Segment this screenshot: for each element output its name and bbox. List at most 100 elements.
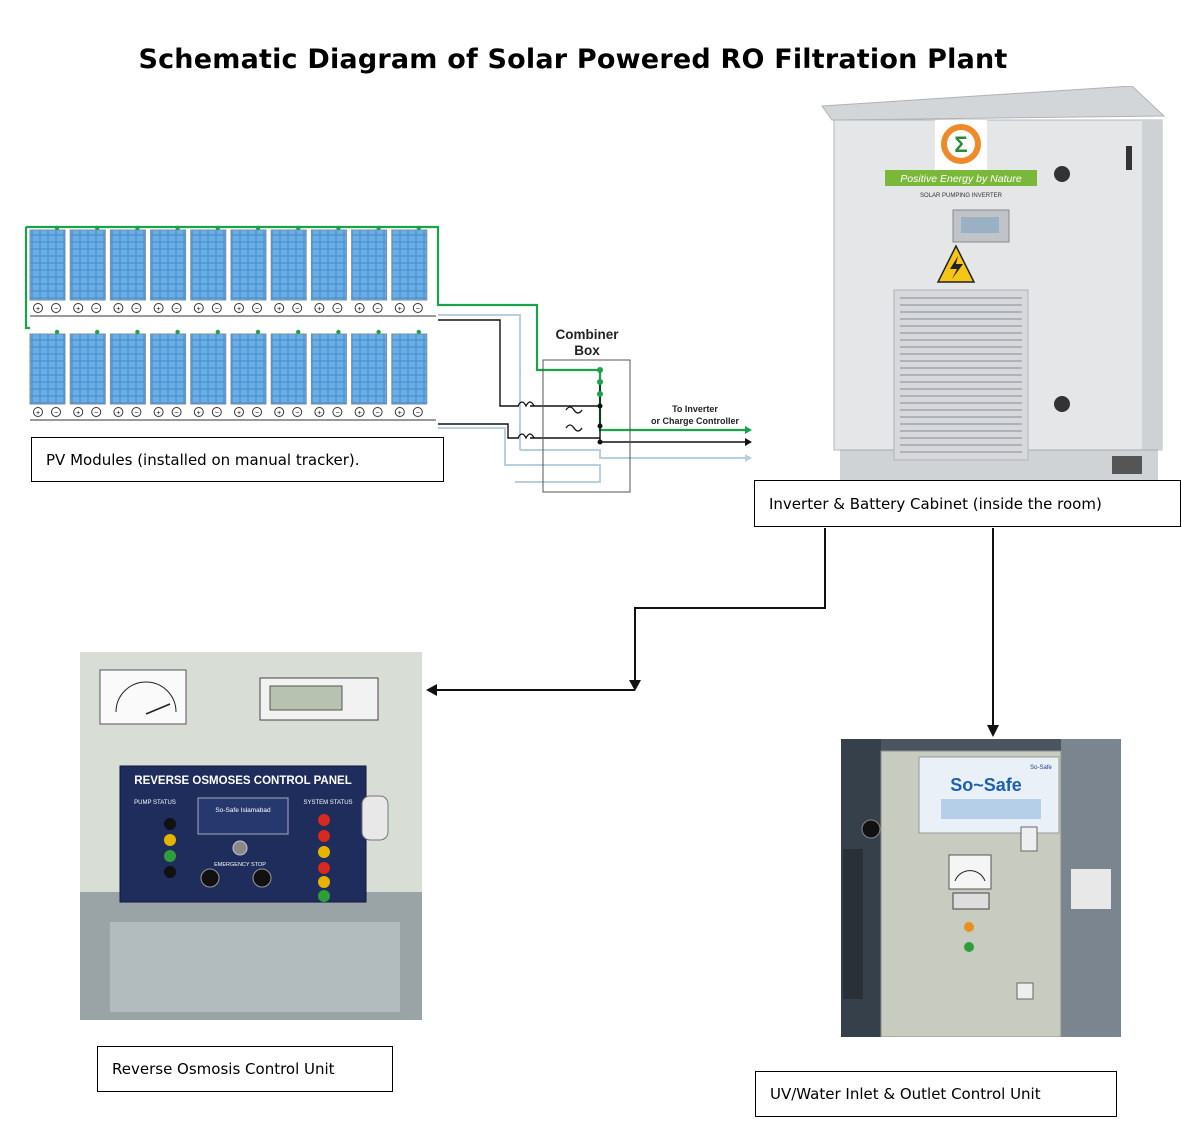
- pv-module-row-top: +−+−+−+−+−+−+−+−+−+−: [29, 225, 436, 317]
- svg-text:−: −: [134, 410, 138, 417]
- svg-text:+: +: [157, 306, 161, 313]
- svg-text:−: −: [94, 306, 98, 313]
- svg-text:+: +: [277, 306, 281, 313]
- svg-text:+: +: [157, 410, 161, 417]
- svg-text:+: +: [237, 306, 241, 313]
- svg-text:−: −: [255, 410, 259, 417]
- arrow-head-down-left: [629, 680, 641, 691]
- output-label-line1: To Inverter: [672, 404, 718, 414]
- pv-module: +−: [109, 225, 146, 313]
- svg-text:+: +: [317, 410, 321, 417]
- output-arrow-negative: [745, 438, 752, 446]
- arrow-head-to-ro-unit: [426, 684, 437, 696]
- terminal-dots: [597, 367, 603, 397]
- tagline-bar: [885, 170, 1037, 186]
- emergency-stop-button: [232, 840, 248, 856]
- svg-text:+: +: [237, 410, 241, 417]
- svg-text:+: +: [277, 410, 281, 417]
- pump-status-label: PUMP STATUS: [134, 800, 176, 806]
- svg-text:+: +: [76, 306, 80, 313]
- ro-panel-door-handle: [361, 795, 389, 841]
- output-arrow-ground: [745, 454, 752, 462]
- uv-counter: [952, 892, 990, 910]
- arrow-head-to-uv-unit: [987, 725, 999, 737]
- pump-status-lights: [164, 818, 176, 878]
- pv-module-row-bottom: +−+−+−+−+−+−+−+−+−+−: [29, 329, 436, 421]
- svg-text:−: −: [335, 306, 339, 313]
- pv-schematic: +−+−+−+−+−+−+−+−+−+− +−+−+−+−+−+−+−+−+−+…: [24, 225, 752, 493]
- svg-text:−: −: [54, 306, 58, 313]
- uv-indicator-amber: [964, 922, 974, 932]
- svg-text:−: −: [376, 410, 380, 417]
- ro-unit-label: Reverse Osmosis Control Unit: [97, 1046, 393, 1092]
- voltmeter: [99, 669, 187, 725]
- pv-modules-label: PV Modules (installed on manual tracker)…: [31, 437, 444, 482]
- svg-text:−: −: [175, 410, 179, 417]
- svg-text:+: +: [116, 410, 120, 417]
- svg-text:−: −: [416, 306, 420, 313]
- pv-module: +−: [351, 329, 388, 417]
- inverter-cabinet-image: Σ Positive Energy by Nature SOLAR PUMPIN…: [821, 86, 1166, 480]
- uv-ammeter: [948, 854, 992, 890]
- uv-control-unit-image: So~Safe So-Safe: [841, 739, 1121, 1037]
- svg-text:+: +: [197, 306, 201, 313]
- svg-text:−: −: [134, 306, 138, 313]
- ro-control-unit-image: REVERSE OSMOSES CONTROL PANEL PUMP STATU…: [80, 652, 422, 1020]
- svg-text:−: −: [94, 410, 98, 417]
- uv-switch-bottom: [1016, 982, 1034, 1000]
- combiner-label-line2: Box: [574, 343, 600, 358]
- svg-text:−: −: [295, 306, 299, 313]
- pv-module: +−: [270, 329, 307, 417]
- pv-module: +−: [29, 225, 66, 313]
- uv-brand-sticker: [918, 756, 1060, 834]
- ro-brand-note: So-Safe Islamabad: [215, 807, 271, 814]
- system-status-label: SYSTEM STATUS: [303, 800, 352, 806]
- pv-module: +−: [190, 329, 227, 417]
- svg-text:−: −: [215, 410, 219, 417]
- svg-text:−: −: [255, 306, 259, 313]
- pv-module: +−: [310, 329, 347, 417]
- pv-module: +−: [391, 225, 428, 313]
- pv-module: +−: [190, 225, 227, 313]
- diagram-title: Schematic Diagram of Solar Powered RO Fi…: [138, 44, 1008, 75]
- cabinet-lock-bottom-icon: [1054, 396, 1070, 412]
- combiner-box-outline: [542, 359, 631, 493]
- pv-module: +−: [351, 225, 388, 313]
- cabinet-lock-top-icon: [1054, 166, 1070, 182]
- pv-module: +−: [29, 329, 66, 417]
- combiner-wiring: [438, 319, 745, 443]
- emergency-stop-label: EMERGENCY STOP: [214, 862, 266, 868]
- pv-module: +−: [230, 329, 267, 417]
- svg-text:+: +: [398, 410, 402, 417]
- svg-text:−: −: [54, 410, 58, 417]
- svg-text:+: +: [36, 306, 40, 313]
- fuse-symbols: [517, 401, 583, 440]
- ground-wiring: [438, 314, 745, 483]
- output-arrow-positive: [745, 426, 752, 434]
- pv-module: +−: [109, 329, 146, 417]
- pv-module: +−: [150, 225, 187, 313]
- pv-module: +−: [230, 225, 267, 313]
- system-status-lights: [318, 814, 330, 902]
- svg-text:+: +: [36, 410, 40, 417]
- svg-text:+: +: [358, 306, 362, 313]
- uv-unit-label: UV/Water Inlet & Outlet Control Unit: [755, 1071, 1117, 1117]
- pv-module: +−: [270, 225, 307, 313]
- uv-indicator-green: [964, 942, 974, 952]
- svg-text:−: −: [295, 410, 299, 417]
- svg-text:+: +: [76, 410, 80, 417]
- uv-brand: So~Safe: [950, 775, 1022, 795]
- pv-module: +−: [391, 329, 428, 417]
- svg-text:−: −: [376, 306, 380, 313]
- svg-text:−: −: [215, 306, 219, 313]
- pv-module: +−: [150, 329, 187, 417]
- pv-module: +−: [310, 225, 347, 313]
- svg-text:+: +: [398, 306, 402, 313]
- combiner-label-line1: Combiner: [555, 327, 619, 342]
- ro-panel-title: REVERSE OSMOSES CONTROL PANEL: [134, 775, 351, 787]
- output-label-line2: or Charge Controller: [651, 416, 740, 426]
- uv-switch-top: [1020, 826, 1038, 852]
- svg-text:−: −: [335, 410, 339, 417]
- pv-module: +−: [69, 329, 106, 417]
- inverter-subtitle: SOLAR PUMPING INVERTER: [920, 193, 1003, 199]
